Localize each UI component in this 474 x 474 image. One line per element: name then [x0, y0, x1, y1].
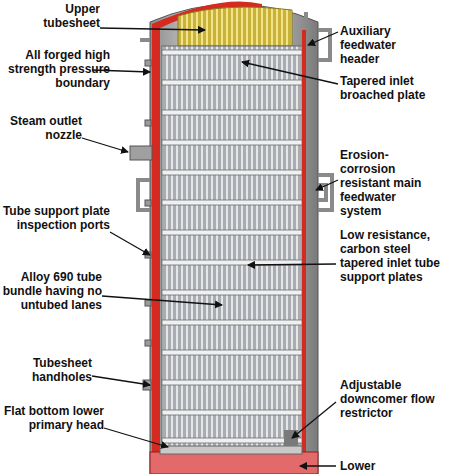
callout-label: Flat bottom lower primary head: [0, 404, 104, 432]
callout-label: Low resistance, carbon steel tapered inl…: [340, 228, 444, 284]
callout-label: Tubesheet handholes: [10, 356, 92, 384]
steam-nozzle: [130, 146, 152, 160]
shell: [150, 4, 318, 474]
tube-bundle: [162, 46, 302, 450]
cut-edge-right: [302, 30, 306, 455]
callout-label: Upper tubesheet: [28, 2, 100, 30]
tubesheet: [160, 446, 302, 454]
callout-label: All forged high strength pressure bounda…: [0, 48, 110, 90]
callout-label: Alloy 690 tube bundle having no untubed …: [0, 270, 102, 312]
callout-label: Auxiliary feedwater header: [340, 24, 414, 66]
leader-lines: [82, 28, 338, 466]
callout-label: Tube support plate inspection ports: [0, 204, 110, 232]
main-feedwater: [138, 175, 332, 210]
flow-restrictor: [284, 430, 298, 446]
callout-label: Lower: [340, 459, 440, 473]
inspection-ports: [143, 60, 151, 390]
lower-head: [150, 452, 318, 474]
aux-feedwater-header: [140, 12, 330, 60]
callout-label: Adjustable downcomer flow restrictor: [340, 378, 444, 420]
upper-internals: [178, 7, 292, 46]
callout-label: Erosion-corrosion resistant main feedwat…: [340, 148, 434, 218]
callout-label: Tapered inlet broached plate: [340, 74, 440, 102]
support-plates: [162, 50, 302, 443]
callout-label: Steam outlet nozzle: [10, 114, 82, 142]
